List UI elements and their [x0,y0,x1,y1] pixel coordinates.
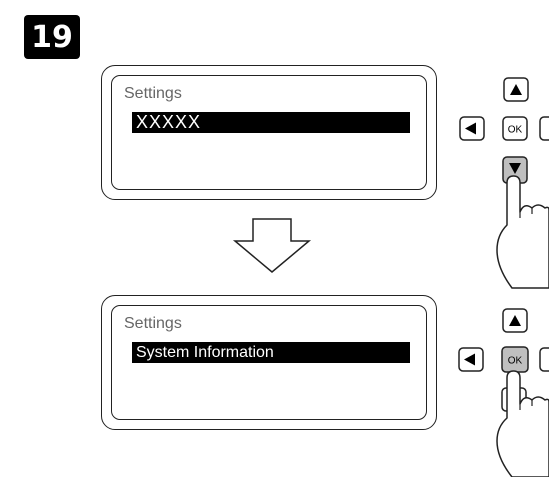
step-number-badge: 19 [24,15,80,59]
lcd-selected-item: System Information [132,342,410,363]
ok-key-pressed[interactable]: OK [501,346,529,373]
up-triangle-icon [509,315,521,326]
up-key[interactable] [503,77,529,102]
pointing-hand-icon [496,175,549,289]
lcd-display-after: Settings System Information [101,295,437,430]
keypad-top: OK [459,77,549,289]
ok-key-label: OK [508,356,523,367]
up-key[interactable] [502,308,528,333]
down-arrow-icon [232,218,312,273]
ok-key-label: OK [508,125,523,136]
lcd-selected-item: XXXXX [132,112,410,133]
lcd-screen: Settings XXXXX [111,75,427,190]
lcd-screen: Settings System Information [111,305,427,420]
left-key[interactable] [459,116,485,141]
lcd-title: Settings [124,315,182,332]
left-triangle-icon [464,353,475,366]
lcd-display-before: Settings XXXXX [101,65,437,200]
left-key[interactable] [458,347,484,372]
lcd-title: Settings [124,85,182,102]
left-triangle-icon [465,122,476,135]
up-triangle-icon [510,84,522,95]
ok-key[interactable]: OK [502,116,528,141]
right-key[interactable] [539,347,549,372]
pointing-hand-icon [496,370,549,477]
keypad-bottom: OK [458,308,549,477]
right-key[interactable] [539,116,549,141]
down-triangle-icon [509,163,521,174]
